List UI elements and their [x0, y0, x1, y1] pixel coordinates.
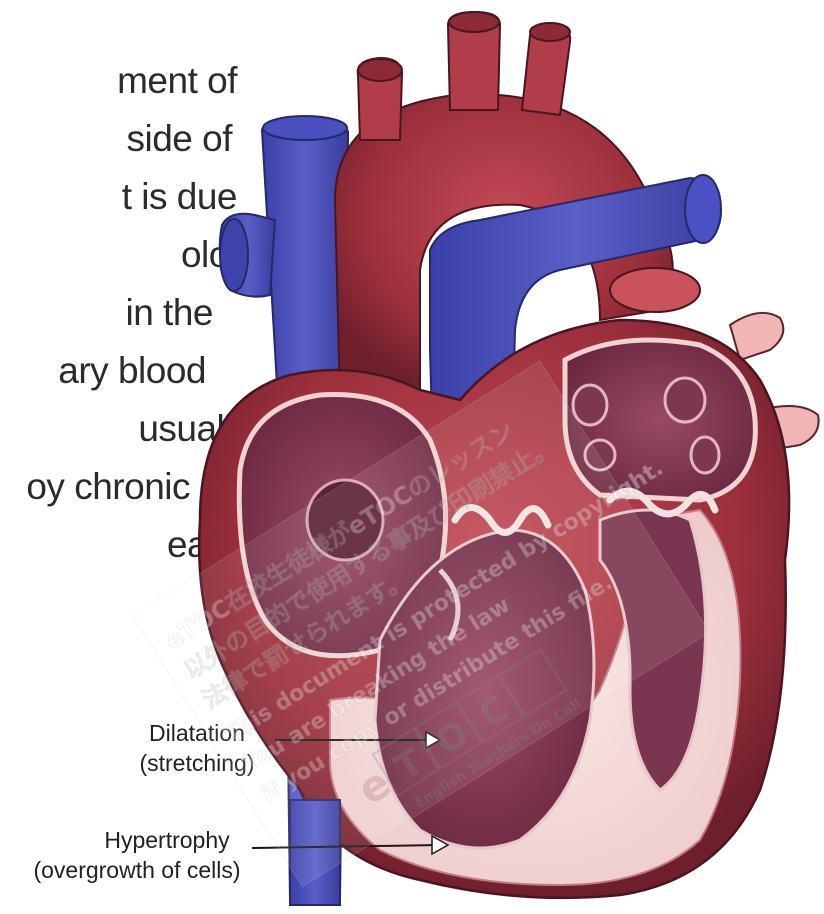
hypertrophy-label: Hypertrophy (overgrowth of cells) — [2, 825, 272, 885]
dilatation-note: (stretching) — [112, 748, 282, 778]
text-line: ary blood — [58, 350, 206, 392]
inferior-vena-cava — [290, 800, 340, 905]
dilatation-title: Dilatation — [112, 718, 282, 748]
hypertrophy-title: Hypertrophy — [2, 825, 272, 855]
left-atrium — [565, 340, 755, 500]
text-line: oy chronic — [26, 466, 190, 508]
hypertrophy-note: (overgrowth of cells) — [2, 855, 272, 885]
dilatation-label: Dilatation (stretching) — [112, 718, 282, 778]
